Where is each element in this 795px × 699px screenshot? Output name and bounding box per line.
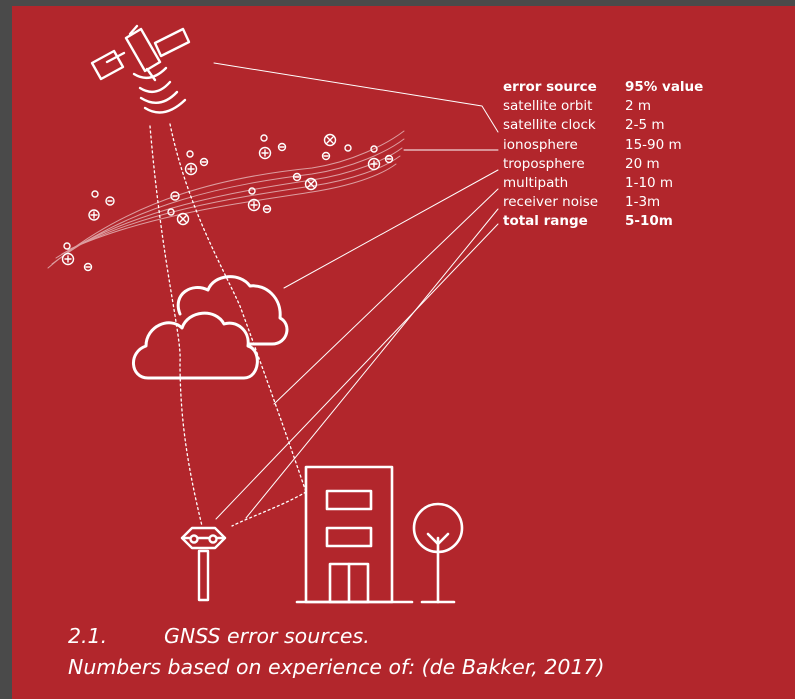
caption-line-2: Numbers based on experience of: (de Bakk… <box>68 655 605 679</box>
caption-number: 2.1. <box>68 624 108 648</box>
row-value: 2 m <box>625 98 652 115</box>
header-error-source: error source <box>503 79 597 95</box>
gnss-receiver-icon <box>180 526 227 602</box>
table-row: satellite orbit 2 m <box>503 97 703 116</box>
table-row: multipath 1-10 m <box>503 174 703 193</box>
satellite-icon <box>90 24 191 114</box>
row-value: 20 m <box>625 155 660 172</box>
table-row: ionosphere 15-90 m <box>503 136 703 155</box>
figure-caption: 2.1. GNSS error sources. Numbers based on… <box>68 621 605 683</box>
building-icon <box>295 465 414 604</box>
table-total-row: total range 5-10m <box>503 212 703 231</box>
leader-lines <box>213 62 499 520</box>
row-source: ionosphere <box>503 136 578 153</box>
row-value: 2-5 m <box>625 117 665 134</box>
signal-paths <box>149 123 307 527</box>
error-sources-table: error source 95% value satellite orbit 2… <box>503 78 703 232</box>
table-row: satellite clock 2-5 m <box>503 116 703 135</box>
cloud-icon <box>132 275 289 380</box>
tree-icon <box>412 502 464 604</box>
row-source: multipath <box>503 175 569 192</box>
gnss-illustration <box>47 24 499 604</box>
row-value: 15-90 m <box>625 136 682 153</box>
row-value: 1-3m <box>625 194 661 211</box>
caption-title: GNSS error sources. <box>164 624 370 648</box>
row-source: receiver noise <box>503 194 599 211</box>
ion-particle-icon <box>61 133 394 272</box>
table-header: error source 95% value <box>503 78 703 97</box>
row-value: 1-10 m <box>625 175 674 192</box>
caption-line-1: 2.1. GNSS error sources. <box>68 621 605 652</box>
header-95-value: 95% value <box>625 79 704 95</box>
total-label: total range <box>503 213 588 230</box>
row-source: satellite orbit <box>503 98 593 115</box>
table-row: troposphere 20 m <box>503 155 703 174</box>
ionosphere-bands <box>47 130 405 269</box>
row-source: satellite clock <box>503 117 596 134</box>
row-source: troposphere <box>503 155 585 172</box>
figure-panel: error source 95% value satellite orbit 2… <box>12 6 795 699</box>
table-row: receiver noise 1-3m <box>503 193 703 212</box>
total-value: 5-10m <box>625 213 673 230</box>
